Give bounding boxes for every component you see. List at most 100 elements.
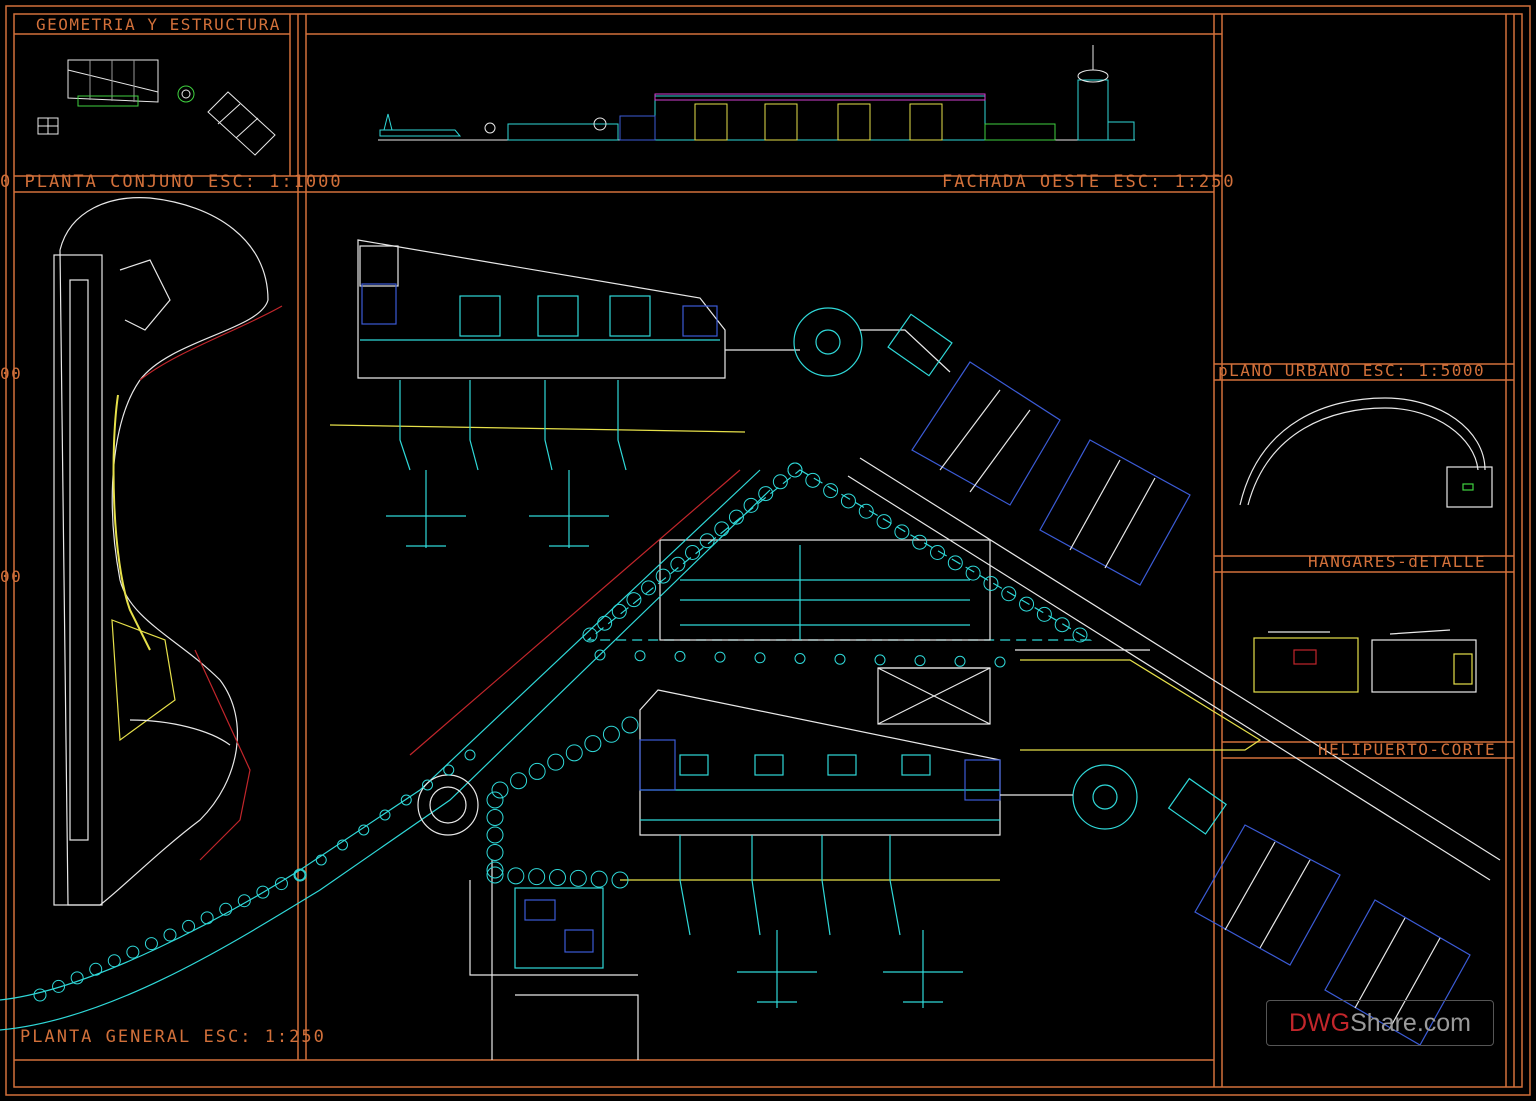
tree <box>626 592 642 608</box>
upper-aircraft <box>386 470 609 548</box>
tree <box>182 919 196 933</box>
tree <box>144 937 158 951</box>
tree <box>674 650 686 662</box>
tree <box>876 514 892 530</box>
tree <box>994 656 1006 668</box>
tree <box>840 493 856 509</box>
label-plano-urbano: pLANO URBANO ESC: 1:5000 <box>1218 361 1486 380</box>
tree <box>33 988 47 1002</box>
tree <box>400 794 412 806</box>
tree <box>621 716 639 734</box>
tree <box>823 483 839 499</box>
tree <box>486 826 504 844</box>
tree <box>528 868 546 886</box>
tree <box>547 753 565 771</box>
tree <box>914 655 926 667</box>
tree <box>714 651 726 663</box>
tree <box>912 534 928 550</box>
tree <box>655 568 671 584</box>
tree <box>894 524 910 540</box>
sheet-frame <box>5 5 1531 1096</box>
tree <box>1036 606 1052 622</box>
tree <box>954 655 966 667</box>
tree <box>1019 596 1035 612</box>
label-planta-conjunto: 0 PLANTA CONJUNO ESC: 1:1000 <box>0 172 343 192</box>
tree <box>443 764 455 776</box>
tree <box>699 533 715 549</box>
tree <box>486 866 504 884</box>
watermark-domain: Share.com <box>1350 1009 1471 1037</box>
tree <box>163 928 177 942</box>
tree <box>641 580 657 596</box>
tree <box>597 615 613 631</box>
tree <box>528 762 546 780</box>
tree <box>256 885 270 899</box>
tree <box>315 854 327 866</box>
landscape-trees <box>33 462 1088 1002</box>
label-helipuerto-corte: HELIPUERTO-CORTE <box>1318 740 1497 759</box>
tree <box>611 603 627 619</box>
tree <box>728 509 744 525</box>
tree <box>787 462 803 478</box>
tree <box>584 735 602 753</box>
tree <box>510 772 528 790</box>
label-geometria-estructura: GEOMETRIA Y ESTRUCTURA <box>36 15 281 34</box>
tree <box>634 650 646 662</box>
tree <box>758 486 774 502</box>
tree <box>685 545 700 560</box>
tree <box>874 654 886 666</box>
tree <box>590 870 608 888</box>
tree <box>611 871 629 889</box>
tree <box>1072 627 1088 643</box>
lower-aircraft <box>737 930 963 1008</box>
tree <box>422 779 433 791</box>
tree <box>569 869 587 887</box>
upper-hangars <box>911 361 1191 586</box>
upper-terminal-plan <box>329 239 953 433</box>
tree <box>930 545 945 560</box>
tree <box>107 954 121 968</box>
tree <box>294 869 306 881</box>
west-facade-elevation <box>378 45 1135 141</box>
upper-jet-bridges <box>399 380 627 471</box>
hangar-detail <box>1253 629 1477 693</box>
access-roads <box>0 457 1501 1060</box>
tree <box>337 839 348 851</box>
tree <box>358 824 370 836</box>
label-hangares-detalle: HANGARES-dETALLE <box>1308 552 1487 571</box>
tree <box>293 868 307 882</box>
lower-jet-bridges <box>679 835 901 936</box>
tree <box>491 781 509 799</box>
tree <box>464 749 476 761</box>
edge-label-a: 00 <box>0 364 23 383</box>
tree <box>237 894 251 908</box>
tree <box>1001 586 1017 602</box>
site-plan-runway <box>53 197 283 906</box>
tree <box>52 979 66 993</box>
tree <box>565 744 583 762</box>
tree <box>772 474 788 490</box>
tree <box>89 962 103 976</box>
dwgshare-watermark: DWGShare.com <box>1266 1000 1494 1046</box>
tree <box>794 653 806 664</box>
tree <box>965 565 981 581</box>
structure-geometry-sketch <box>37 59 276 156</box>
tree <box>805 472 821 488</box>
tree <box>983 575 999 591</box>
tree <box>70 971 84 985</box>
tree <box>834 653 846 665</box>
tree <box>858 503 874 519</box>
tree <box>486 791 504 809</box>
tree <box>200 911 214 925</box>
tree <box>594 649 606 661</box>
urban-plan-truss <box>1239 397 1493 508</box>
tree <box>754 652 766 664</box>
tree <box>582 627 598 643</box>
tree <box>486 809 504 826</box>
tree <box>486 844 504 861</box>
label-fachada-oeste: FACHADA OESTE ESC: 1:250 <box>942 172 1236 192</box>
watermark-brand: DWG <box>1289 1009 1351 1037</box>
tree <box>670 556 686 572</box>
tree <box>379 809 391 821</box>
